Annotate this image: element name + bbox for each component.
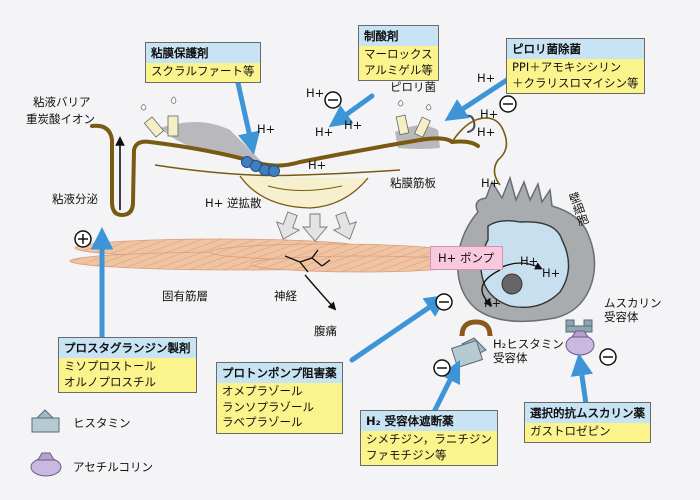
box-item: ＋クラリスロマイシン等 <box>512 75 639 90</box>
h-plus-label: H+ <box>542 266 561 280</box>
mucosal-muscle-label: 粘膜筋板 <box>390 176 436 190</box>
box-title: 選択的抗ムスカリン薬 <box>525 403 650 423</box>
mucus-barrier-label: 粘液バリア <box>33 95 91 109</box>
candle-icon <box>140 96 432 138</box>
legend-acetylcholine-icon <box>30 452 62 477</box>
back-diffusion-label: H+ 逆拡散 <box>205 196 262 210</box>
box-item: PPI＋アモキシシリン <box>512 60 622 74</box>
legend-histamine-icon <box>31 409 60 433</box>
acetylcholine-icon <box>565 330 595 356</box>
h-plus-label: H+ <box>344 118 363 132</box>
plus-circle-icon <box>74 230 92 248</box>
h2-receptor-label: H₂ヒスタミン 受容体 <box>493 337 564 366</box>
box-item: オルノプロスチル <box>64 374 156 389</box>
box-item-list: マーロックスアルミゲル等 <box>359 46 438 81</box>
h-plus-label: H+ <box>480 107 499 121</box>
box-item: ミソプロストール <box>64 359 156 373</box>
h-plus-label: H+ <box>308 158 327 172</box>
box-item: ファモチジン等 <box>366 447 447 462</box>
antacid-box: 制酸剤 マーロックスアルミゲル等 <box>358 25 439 82</box>
muscarinic-receptor-label: ムスカリン 受容体 <box>604 296 662 325</box>
box-item: シメチジン，ラニチジン <box>366 432 492 446</box>
box-item: ラベプラゾール <box>222 415 303 430</box>
box-item: ランソプラゾール <box>222 399 314 414</box>
k-plus-label: K+ <box>484 296 502 310</box>
h-plus-label: H+ <box>477 125 496 139</box>
mucosa-line <box>90 123 480 218</box>
box-title: ピロリ菌除菌 <box>507 39 644 59</box>
box-item: オメプラゾール <box>222 384 303 398</box>
box-item-list: ミソプロストールオルノプロスチル <box>59 358 196 393</box>
h-plus-label: H+ <box>315 125 334 139</box>
h-plus-label: H+ <box>481 176 500 190</box>
proton-pump-label: H+ ポンプ <box>430 246 503 270</box>
h-plus-label: H+ <box>520 254 539 268</box>
box-item: マーロックス <box>364 47 433 61</box>
h-plus-label: H+ <box>477 71 496 85</box>
antimuscarinic-box: 選択的抗ムスカリン薬 ガストロゼピン <box>524 402 651 443</box>
legend-acetylcholine-label: アセチルコリン <box>73 460 154 474</box>
pylori-eradication-box: ピロリ菌除菌 PPI＋アモキシシリン＋クラリスロマイシン等 <box>506 38 645 95</box>
drug-arrows <box>90 71 594 423</box>
gland-duct <box>451 117 508 186</box>
box-title: 粘膜保護剤 <box>146 43 260 63</box>
lamina-propria-label: 固有筋層 <box>162 289 208 303</box>
legend-histamine-label: ヒスタミン <box>73 416 131 430</box>
h2-receptor-site <box>459 319 493 337</box>
box-title: 制酸剤 <box>359 26 438 46</box>
ppi-box: プロトンポンプ阻害薬 オメプラゾールランソプラゾールラベプラゾール <box>216 362 343 434</box>
box-title: H₂ 受容体遮断薬 <box>361 411 497 431</box>
box-item: アルミゲル等 <box>364 62 433 77</box>
muscle-layer <box>69 238 471 273</box>
protection-coating <box>241 156 280 177</box>
mucus-secretion-label: 粘液分泌 <box>52 192 98 206</box>
h2-blocker-box: H₂ 受容体遮断薬 シメチジン，ラニチジンファモチジン等 <box>360 410 498 467</box>
minus-circle-icon <box>324 91 617 377</box>
nerve <box>284 249 337 311</box>
pylori-label: ピロリ菌 <box>390 80 436 94</box>
parietal-cell <box>456 175 596 323</box>
box-title: プロトンポンプ阻害薬 <box>217 363 342 383</box>
abdominal-pain-label: 腹痛 <box>314 324 337 338</box>
h-plus-label: H+ <box>257 122 276 136</box>
bicarbonate-label: 重炭酸イオン <box>26 112 95 126</box>
h-plus-label: H+ <box>306 86 325 100</box>
muscarinic-receptor-site <box>565 319 593 333</box>
ulcer-crater <box>154 164 401 209</box>
mucosal-protect-box: 粘膜保護剤 スクラルファート等 <box>145 42 261 83</box>
nerve-label: 神経 <box>274 289 297 303</box>
box-item-list: オメプラゾールランソプラゾールラベプラゾール <box>217 383 342 433</box>
histamine-icon <box>450 337 487 369</box>
box-item: ガストロゼピン <box>525 423 650 442</box>
box-item-list: シメチジン，ラニチジンファモチジン等 <box>361 431 497 466</box>
back-diffusion-arrows <box>275 211 358 242</box>
box-title: プロスタグランジン製剤 <box>59 338 196 358</box>
box-item-list: PPI＋アモキシシリン＋クラリスロマイシン等 <box>507 59 644 94</box>
box-item: スクラルファート等 <box>146 63 260 82</box>
prostaglandin-box: プロスタグランジン製剤 ミソプロストールオルノプロスチル <box>58 337 197 394</box>
